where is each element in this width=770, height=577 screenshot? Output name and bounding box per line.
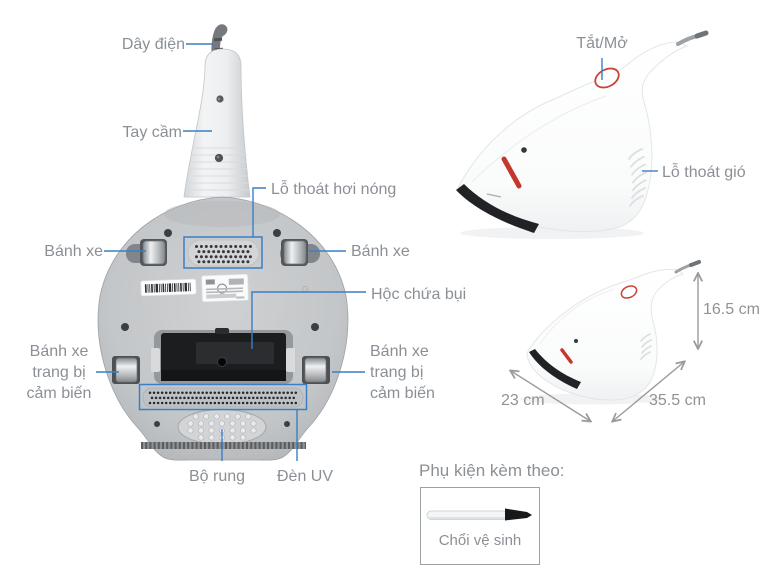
brush-bristles <box>505 508 532 521</box>
dimension-depth: 35.5 cm <box>649 392 706 409</box>
heat-vent-highlight <box>183 236 263 269</box>
air-vent-louvers <box>628 148 647 207</box>
side-view-illustration <box>456 30 709 239</box>
vibration-pad <box>177 408 267 446</box>
heat-vent <box>187 239 260 267</box>
accessories-heading: Phụ kiện kèm theo: <box>419 461 565 480</box>
sensor-wheel-right <box>302 356 330 384</box>
bottom-view-illustration <box>97 24 349 461</box>
dimension-height: 16.5 cm <box>703 301 760 318</box>
spec-sticker <box>201 273 249 303</box>
dimension-arrows <box>511 274 698 421</box>
side-body-small <box>526 268 685 401</box>
accessory-box: Chổi vệ sinh <box>420 487 540 565</box>
wheel-left <box>126 239 167 266</box>
side-body <box>457 41 689 233</box>
label-vibration: Bộ rung <box>188 468 246 485</box>
sensor-wheel-left <box>112 356 140 384</box>
leader-lines <box>96 43 658 461</box>
dust-bin <box>151 328 295 384</box>
label-handle: Tay cầm <box>122 124 182 141</box>
red-stripe <box>501 156 522 189</box>
label-wheel-right: Bánh xe <box>351 243 410 260</box>
label-power-switch: Tắt/Mở <box>576 35 628 52</box>
wheel-right <box>280 239 320 266</box>
dimension-width: 23 cm <box>501 392 545 409</box>
uv-lamp-highlight <box>138 383 308 411</box>
accessory-item-label: Chổi vệ sinh <box>438 532 522 549</box>
label-power-cord: Dây điện <box>121 36 185 53</box>
handle <box>183 48 251 198</box>
brush-strip <box>456 184 539 233</box>
side-view-small-illustration <box>520 260 701 405</box>
label-heat-vent: Lỗ thoát hơi nóng <box>271 181 397 198</box>
label-sensor-wheel-right: Bánh xe trang bị cảm biến <box>370 343 435 402</box>
label-dust-box: Hộc chứa bụi <box>371 286 467 303</box>
label-air-vent: Lỗ thoát gió <box>662 164 746 181</box>
cleaning-brush-illustration <box>426 508 532 521</box>
uv-lamp-strip <box>142 387 304 408</box>
label-wheel-left: Bánh xe <box>44 243 103 260</box>
barcode-sticker <box>140 278 197 297</box>
power-button <box>594 67 620 89</box>
label-uv-lamp: Đèn UV <box>276 468 334 485</box>
label-sensor-wheel-left: Bánh xe trang bị cảm biến <box>26 343 92 402</box>
